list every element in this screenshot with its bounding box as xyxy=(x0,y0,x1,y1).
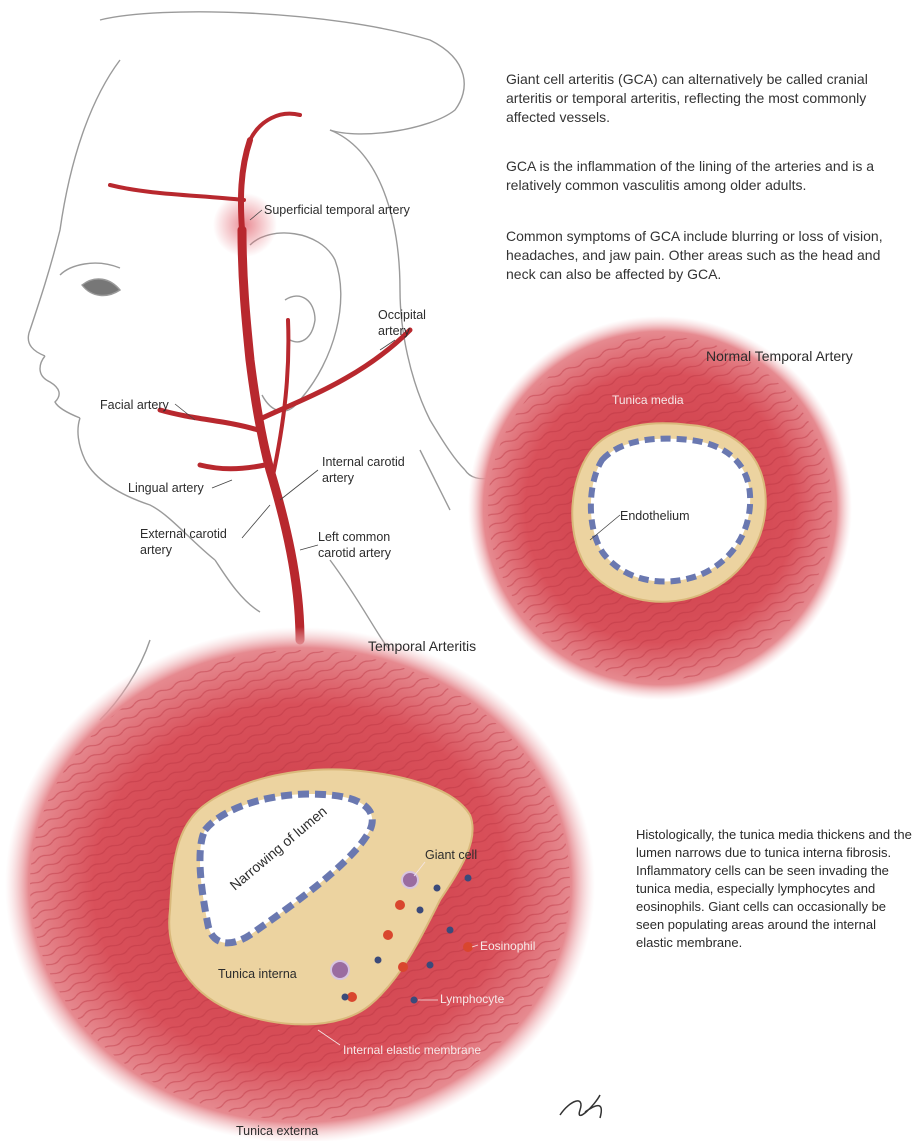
label-left-common-line1: Left common xyxy=(318,530,390,545)
label-internal-elastic-membrane: Internal elastic membrane xyxy=(343,1043,481,1057)
label-eosinophil: Eosinophil xyxy=(480,939,535,953)
normal-artery-title: Normal Temporal Artery xyxy=(706,348,853,364)
label-internal-carotid-line1: Internal carotid xyxy=(322,455,405,470)
label-facial-artery: Facial artery xyxy=(100,398,169,413)
arteritis-cross-section xyxy=(5,627,595,1141)
label-occipital-line1: Occipital xyxy=(378,308,426,323)
label-endothelium: Endothelium xyxy=(620,509,690,524)
label-tunica-externa: Tunica externa xyxy=(236,1124,318,1139)
label-lingual-artery: Lingual artery xyxy=(128,481,204,496)
label-external-carotid-line2: artery xyxy=(140,543,172,558)
label-external-carotid-line1: External carotid xyxy=(140,527,227,542)
label-left-common-line2: carotid artery xyxy=(318,546,391,561)
head-outline xyxy=(28,12,490,720)
label-giant-cell: Giant cell xyxy=(425,848,477,863)
label-tunica-interna: Tunica interna xyxy=(218,967,297,982)
arteritis-title: Temporal Arteritis xyxy=(368,638,476,654)
histology-paragraph: Histologically, the tunica media thicken… xyxy=(636,826,916,952)
label-lymphocyte: Lymphocyte xyxy=(440,992,504,1006)
intro-paragraph-2: GCA is the inflammation of the lining of… xyxy=(506,157,911,195)
intro-paragraph-1: Giant cell arteritis (GCA) can alternati… xyxy=(506,70,911,127)
arteries xyxy=(110,114,410,640)
label-superficial-temporal-artery: Superficial temporal artery xyxy=(264,203,410,218)
label-occipital-line2: artery xyxy=(378,324,410,339)
artist-signature xyxy=(560,1095,601,1118)
intro-paragraph-3: Common symptoms of GCA include blurring … xyxy=(506,227,911,284)
label-tunica-media: Tunica media xyxy=(612,393,684,407)
label-internal-carotid-line2: artery xyxy=(322,471,354,486)
normal-artery-cross-section xyxy=(468,316,852,700)
